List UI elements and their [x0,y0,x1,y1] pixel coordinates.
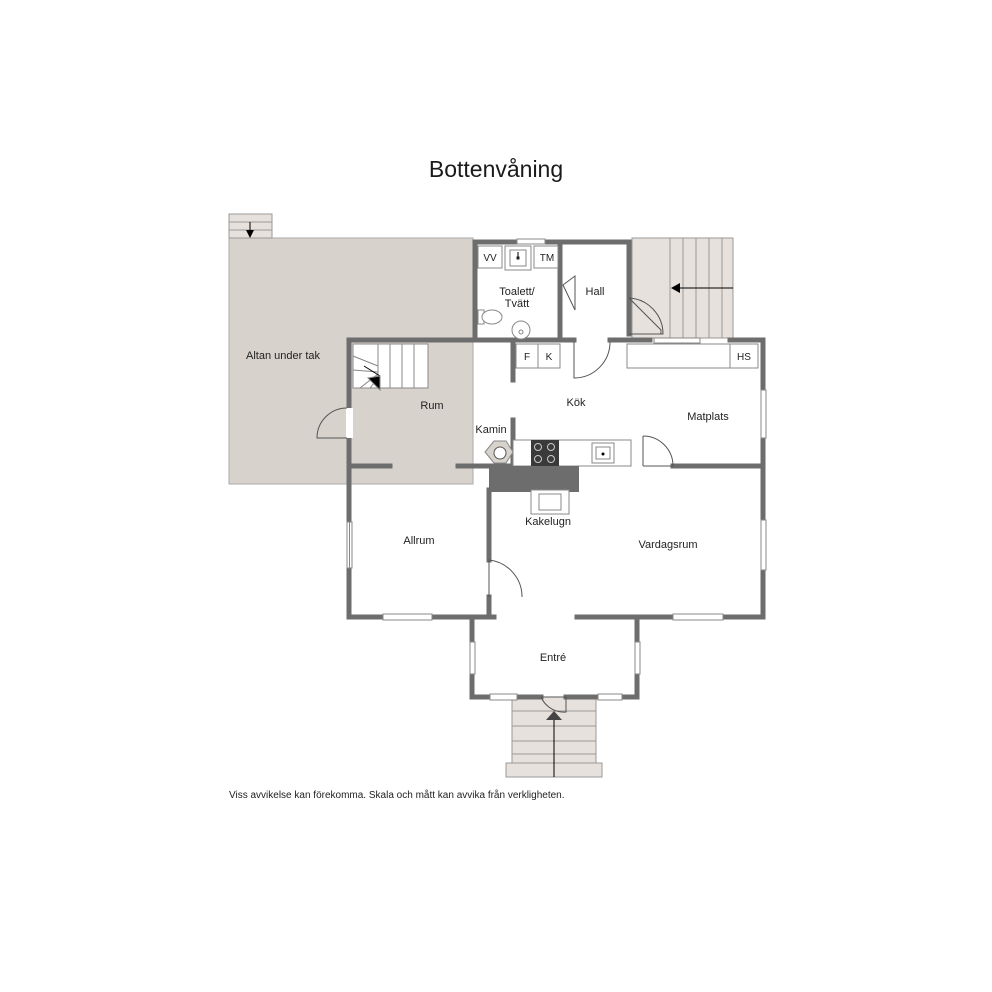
label-kamin: Kamin [475,424,506,436]
label-f: F [524,352,530,363]
altan-stairs [228,213,273,239]
label-vv: VV [483,253,497,264]
toilet-fixtures [477,245,559,340]
label-matplats: Matplats [687,411,729,423]
label-toalett-2: Tvätt [505,298,529,310]
label-tm: TM [540,253,554,264]
label-toalett-1: Toalett/ [499,286,535,298]
label-hs: HS [737,352,751,363]
label-k: K [546,352,553,363]
label-kok: Kök [567,397,586,409]
right-stairs [631,237,734,339]
entrance-stairs [505,696,603,778]
door-gap-left [346,408,353,438]
label-rum: Rum [420,400,443,412]
label-altan: Altan under tak [246,350,320,362]
kakelugn-block [489,466,579,515]
label-kakelugn: Kakelugn [525,516,571,528]
page-title: Bottenvåning [428,156,564,182]
disclaimer-text: Viss avvikelse kan förekomma. Skala och … [229,790,565,801]
windows [346,238,767,701]
kitchen-fk [515,343,561,369]
matplats-counter [626,343,759,369]
label-hall: Hall [586,286,605,298]
kitchen-island [512,439,632,467]
label-allrum: Allrum [403,535,434,547]
kamin [484,440,514,464]
rum-staircase [352,343,429,392]
label-entre: Entré [540,652,566,664]
doors [316,275,674,713]
label-vardagsrum: Vardagsrum [638,539,697,551]
